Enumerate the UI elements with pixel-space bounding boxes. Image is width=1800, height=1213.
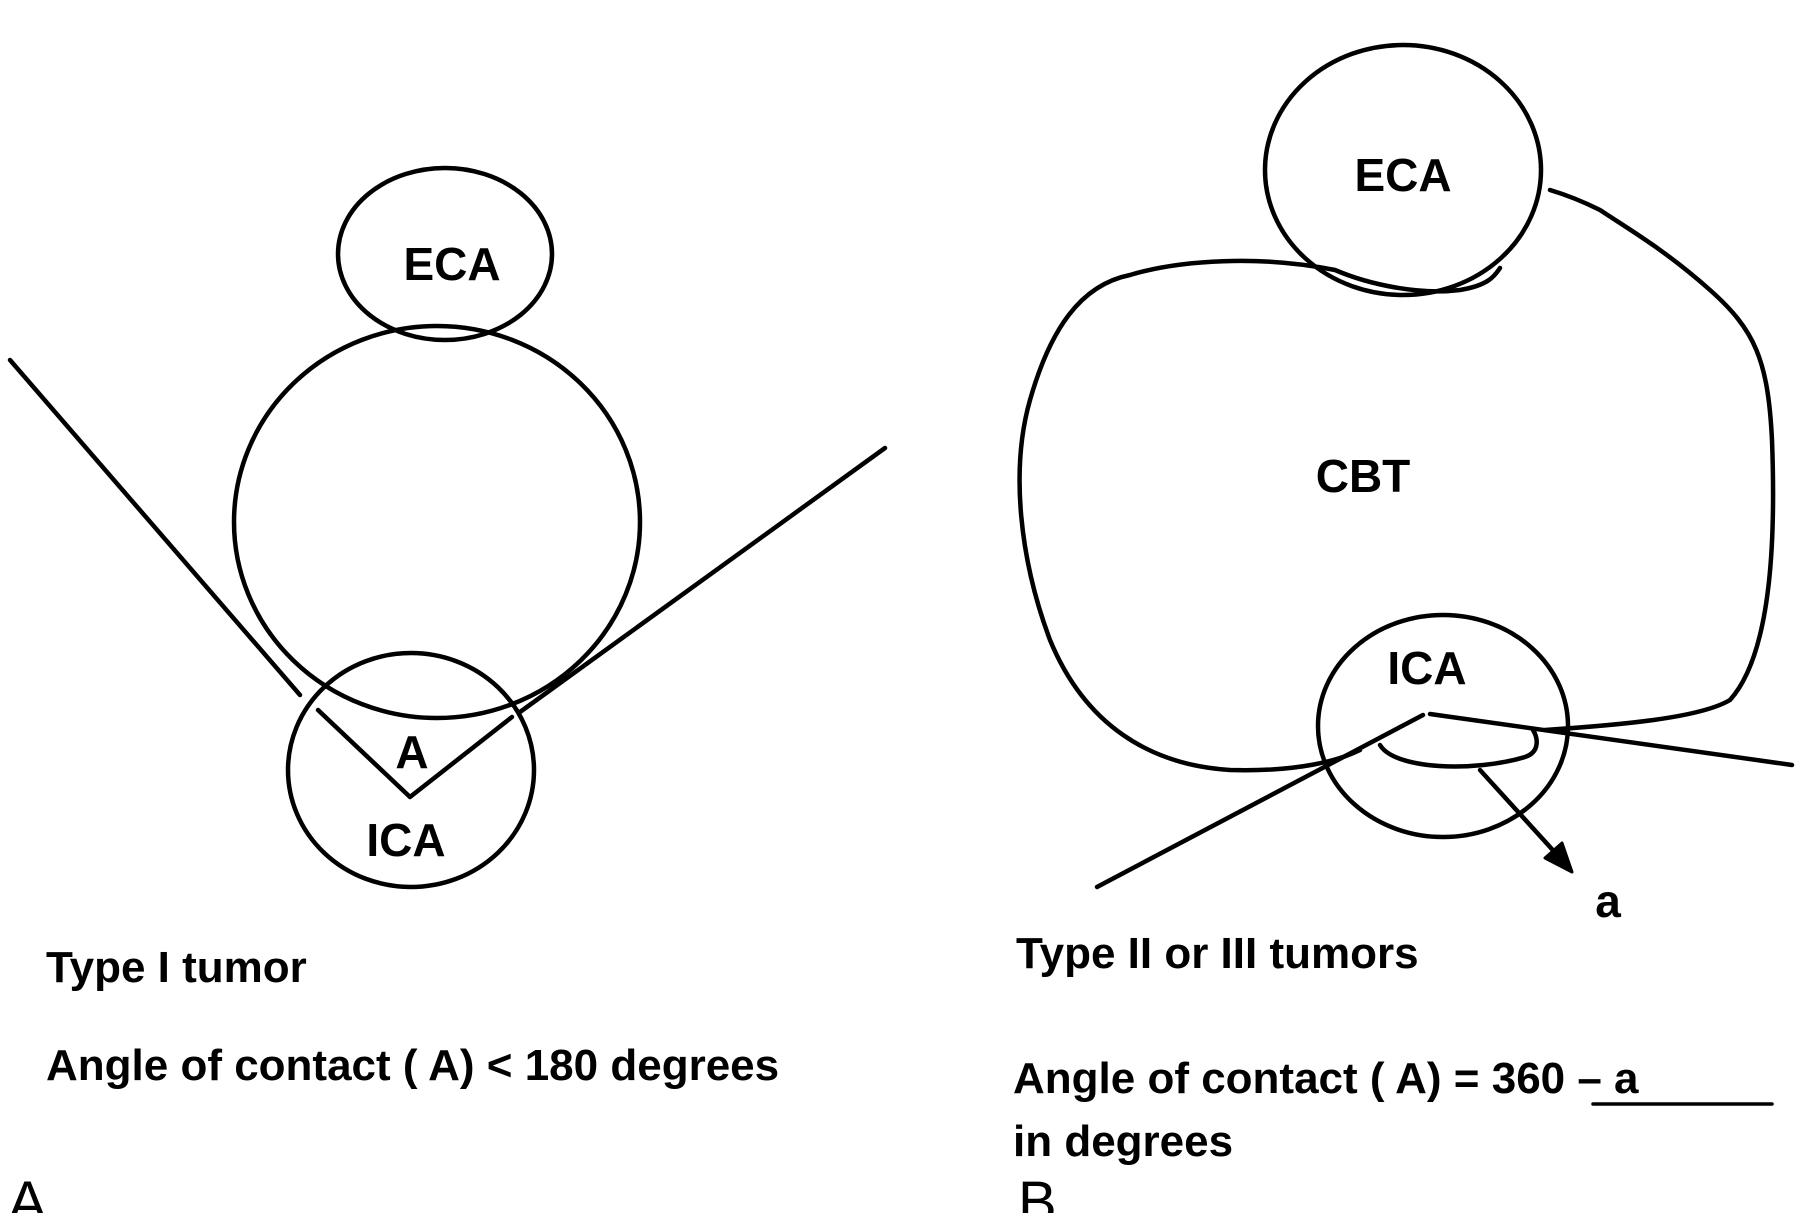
panel-a-eca-circle (335, 165, 555, 343)
panel-b-cbt-outline (1017, 187, 1776, 773)
panel-a-ica-label: ICA (366, 814, 445, 866)
panel-b-arrowhead-icon (1543, 841, 1574, 874)
panel-b-arrow-line (1477, 767, 1563, 861)
panel-a-letter: A (8, 1170, 47, 1213)
panel-b-caption-angle-prefix: Angle of contact ( A) = (1013, 1054, 1492, 1103)
panel-a-caption-type: Type I tumor (46, 943, 307, 992)
panel-a-tumor-circle (231, 323, 643, 721)
panel-a-eca-label: ECA (403, 238, 500, 290)
panel-b-cbt-label: CBT (1316, 450, 1411, 502)
panel-b-eca-label: ECA (1354, 149, 1451, 201)
panel-a-ica-circle (285, 650, 537, 890)
panel-b-caption-angle: Angle of contact ( A) = 360 – a (1013, 1054, 1639, 1103)
panel-b-angle-line-left (1094, 712, 1426, 890)
panel-b-eca-circle (1262, 42, 1544, 298)
panel-b-ica-circle (1315, 612, 1571, 840)
panel-a-tangent-line-right (517, 445, 888, 715)
panel-b-arc-a (1377, 727, 1539, 769)
panel-b-angle-line-right (1427, 711, 1795, 768)
panel-b: ECA CBT ICA a Type II or III tumors Angl… (1013, 42, 1795, 1213)
panel-b-arc-label: a (1595, 875, 1621, 927)
panel-a: ECA ICA A Type I tumor Angle of contact … (7, 165, 888, 1213)
panel-b-caption-type: Type II or III tumors (1016, 929, 1419, 978)
panel-a-angle-label: A (395, 726, 428, 778)
panel-a-tangent-line-left (7, 357, 303, 698)
panel-a-caption-angle: Angle of contact ( A) < 180 degrees (46, 1041, 779, 1090)
panel-b-caption-angle-formula: 360 – a (1492, 1054, 1639, 1103)
panel-b-ica-label: ICA (1387, 642, 1466, 694)
panel-b-caption-angle-suffix: in degrees (1013, 1117, 1233, 1166)
panel-a-angle-vertex (315, 707, 515, 800)
panel-b-letter: B (1018, 1170, 1057, 1213)
